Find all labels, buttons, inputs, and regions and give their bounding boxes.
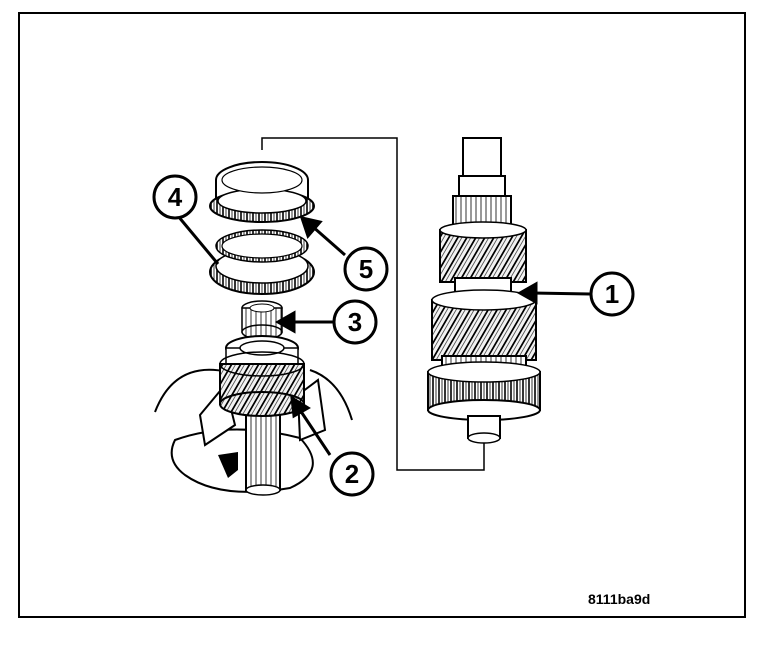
figure-code: 8111ba9d	[588, 591, 650, 607]
leader-arrow-5	[311, 224, 346, 257]
callout-5: 5	[343, 246, 389, 292]
mainshaft-assembly-part	[427, 137, 541, 444]
needle-bearing-part	[241, 300, 283, 340]
input-shaft-gear-part	[154, 335, 353, 496]
callout-1: 1	[589, 271, 635, 317]
synchronizer-cone-part	[209, 161, 315, 223]
leader-arrow-4	[176, 215, 220, 265]
synchronizer-ring-part	[209, 229, 315, 295]
svg-text:2: 2	[345, 459, 359, 489]
callout-3: 3	[332, 299, 378, 345]
callout-4: 4	[152, 174, 198, 220]
figure-border	[18, 12, 746, 618]
leader-arrow-1	[531, 291, 591, 296]
assembly-connector-line	[261, 137, 485, 471]
svg-text:3: 3	[348, 307, 362, 337]
svg-text:4: 4	[168, 182, 183, 212]
leader-arrow-2	[298, 409, 332, 456]
svg-text:5: 5	[359, 254, 373, 284]
svg-text:1: 1	[605, 279, 619, 309]
callout-2: 2	[329, 451, 375, 497]
leader-arrows	[176, 215, 591, 456]
